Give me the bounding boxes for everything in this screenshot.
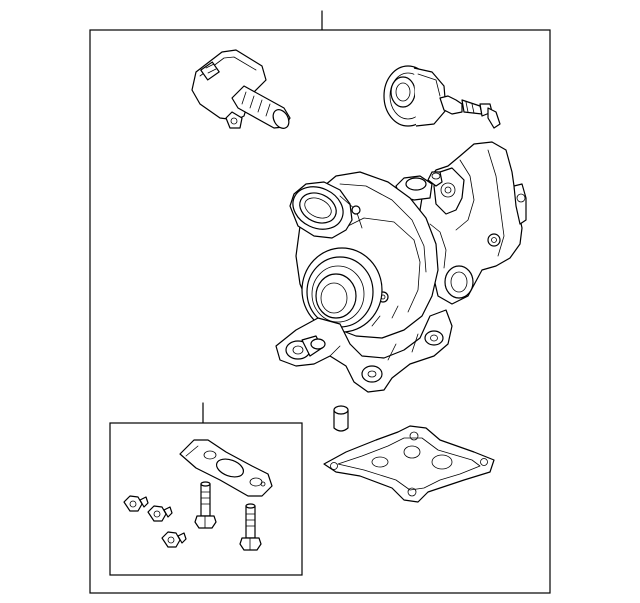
speed-sensor-icon bbox=[191, 49, 291, 129]
flange-gasket-icon bbox=[179, 439, 273, 497]
nut-icon bbox=[123, 495, 149, 512]
mounting-gasket-icon bbox=[323, 425, 495, 503]
nut-icon bbox=[147, 505, 173, 522]
actuator-valve-icon bbox=[383, 65, 501, 129]
hardware-kit bbox=[109, 402, 303, 576]
dowel-pin-icon bbox=[333, 405, 349, 432]
stud-bolt-icon bbox=[239, 503, 262, 551]
turbocharger-icon bbox=[275, 141, 527, 393]
nut-icon bbox=[161, 531, 187, 548]
stud-bolt-icon bbox=[194, 481, 217, 529]
